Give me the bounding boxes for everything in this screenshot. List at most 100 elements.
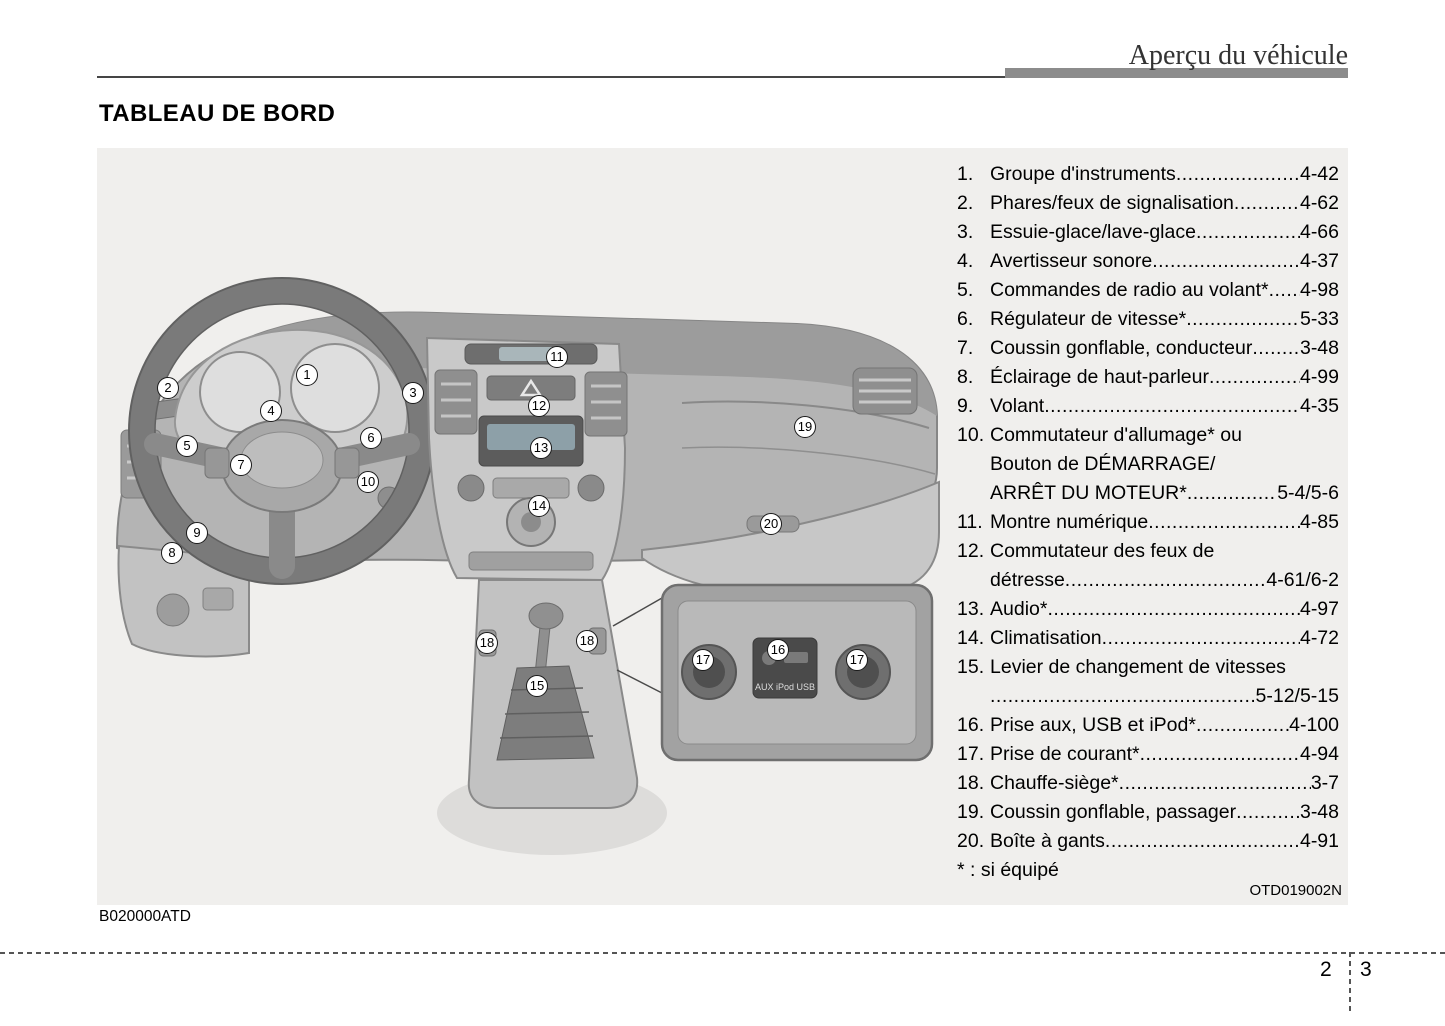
leader-dots	[1236, 798, 1300, 827]
item-number: 6.	[957, 308, 974, 330]
item-page: 4-99	[1299, 366, 1339, 388]
item-page: 4-100	[1289, 714, 1339, 736]
header-accent-bar	[1005, 68, 1348, 78]
item-number: 9.	[957, 395, 974, 417]
callout-11: 11	[546, 346, 568, 368]
gear-shift	[496, 602, 595, 761]
legend-item-8: 8. Éclairage de haut-parleur 4-99	[957, 363, 1339, 392]
legend-item-6: 6. Régulateur de vitesse* 5-33	[957, 305, 1339, 334]
callout-8: 8	[161, 542, 183, 564]
radio-remote-buttons	[204, 447, 230, 479]
leader-dots	[1186, 305, 1300, 334]
item-label: Bouton de DÉMARRAGE/	[990, 453, 1216, 475]
center-vent-right	[584, 371, 628, 437]
callout-3: 3	[402, 382, 424, 404]
callout-13: 13	[530, 437, 552, 459]
leader-dots	[1196, 711, 1289, 740]
inset-connector-line-top	[612, 597, 663, 627]
item-label: Prise aux, USB et iPod*	[990, 714, 1196, 736]
item-number: 15.	[957, 656, 985, 678]
legend-item-19: 19. Coussin gonflable, passager 3-48	[957, 798, 1339, 827]
item-label: Volant	[990, 395, 1045, 417]
legend-item-16: 16. Prise aux, USB et iPod* 4-100	[957, 711, 1339, 740]
item-label: Commutateur d'allumage* ou	[990, 424, 1242, 446]
item-number: 11.	[957, 511, 983, 533]
item-label: Montre numérique	[990, 511, 1149, 533]
legend-item-14: 14. Climatisation 4-72	[957, 624, 1339, 653]
figure-code: OTD019002N	[1249, 882, 1342, 899]
legend-item-18: 18. Chauffe-siège* 3-7	[957, 769, 1339, 798]
item-number: 10.	[957, 424, 985, 446]
legend-item-15: 15. Levier de changement de vitesses 5-1…	[957, 653, 1339, 711]
item-page: 5-33	[1299, 308, 1339, 330]
inset-connector-line-bottom	[616, 669, 663, 694]
item-number: 2.	[957, 192, 974, 214]
item-label: Éclairage de haut-parleur	[990, 366, 1209, 388]
item-page: 3-48	[1299, 337, 1339, 359]
left-knee-panel	[117, 544, 250, 658]
dash-crease	[681, 446, 936, 475]
item-label: détresse	[990, 569, 1065, 591]
legend-item-13: 13. Audio* 4-97	[957, 595, 1339, 624]
item-number: 4.	[957, 250, 974, 272]
leader-dots	[1105, 827, 1300, 856]
audio-knob-left	[457, 474, 485, 502]
legend: 1. Groupe d'instruments 4-42 2. Phares/f…	[957, 160, 1339, 885]
item-number: 7.	[957, 337, 974, 359]
callout-18: 18	[476, 632, 498, 654]
item-page: 4-42	[1299, 163, 1339, 185]
leader-dots	[1176, 160, 1300, 189]
item-page: 4-37	[1299, 250, 1339, 272]
leader-dots	[1065, 566, 1267, 595]
callout-12: 12	[528, 395, 550, 417]
item-number: 13.	[957, 598, 985, 620]
leader-dots	[1148, 508, 1300, 537]
item-page: 4-98	[1299, 279, 1339, 301]
item-page: 4-72	[1299, 627, 1339, 649]
document-code: B020000ATD	[99, 908, 191, 925]
item-number: 19.	[957, 801, 985, 823]
leader-dots	[1119, 769, 1311, 798]
callout-5: 5	[176, 435, 198, 457]
chapter-number: 2	[1320, 958, 1332, 981]
item-label: Chauffe-siège*	[990, 772, 1119, 794]
leader-dots	[1102, 624, 1300, 653]
item-label: Groupe d'instruments	[990, 163, 1176, 185]
legend-item-1: 1. Groupe d'instruments 4-42	[957, 160, 1339, 189]
item-label: Avertisseur sonore	[990, 250, 1153, 272]
callout-1: 1	[296, 364, 318, 386]
header-rule	[97, 76, 1348, 78]
legend-item-20: 20. Boîte à gants 4-91	[957, 827, 1339, 856]
item-number: 16.	[957, 714, 985, 736]
dashboard-illustration: AUX iPod USB	[115, 277, 940, 855]
center-vent-left	[434, 369, 478, 435]
legend-item-11: 11. Montre numérique 4-85	[957, 508, 1339, 537]
light-switch	[202, 587, 234, 611]
leader-dots	[1234, 189, 1300, 218]
callout-18: 18	[576, 630, 598, 652]
center-stack	[425, 336, 628, 582]
item-page: 5-12/5-15	[1255, 685, 1339, 707]
legend-footnote: * : si équipé	[957, 859, 1059, 881]
item-page: 4-91	[1299, 830, 1339, 852]
item-label: Commandes de radio au volant*	[990, 279, 1269, 301]
item-number: 12.	[957, 540, 985, 562]
item-page: 4-61/6-2	[1266, 569, 1339, 591]
legend-item-2: 2. Phares/feux de signalisation 4-62	[957, 189, 1339, 218]
item-label: Levier de changement de vitesses	[990, 656, 1286, 678]
callout-16: 16	[767, 639, 789, 661]
item-number: 1.	[957, 163, 974, 185]
item-label: Essuie-glace/lave-glace	[990, 221, 1196, 243]
hazard-switch	[486, 375, 576, 401]
leader-dots	[1196, 218, 1300, 247]
item-number: 18.	[957, 772, 985, 794]
leader-dots	[1252, 334, 1300, 363]
item-page: 4-62	[1299, 192, 1339, 214]
item-page: 3-7	[1310, 772, 1339, 794]
callout-9: 9	[186, 522, 208, 544]
item-label: Régulateur de vitesse*	[990, 308, 1187, 330]
leader-dots	[1044, 392, 1300, 421]
